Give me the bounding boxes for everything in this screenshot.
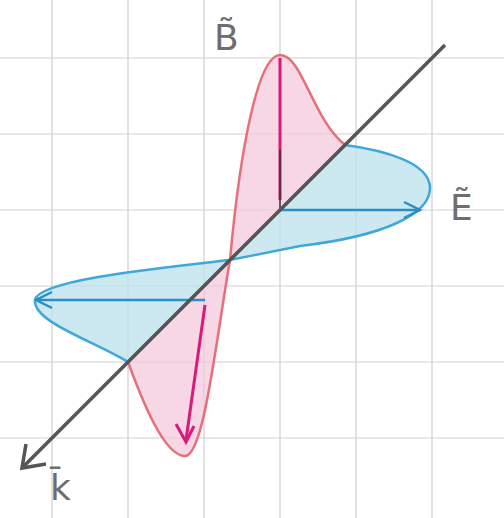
- e-field-label: Ẽ: [450, 188, 473, 228]
- b-vector: [186, 305, 205, 440]
- b-vector-base: [279, 150, 281, 210]
- k-vector-label: k̄: [50, 468, 71, 508]
- e-vector: [280, 209, 418, 212]
- b-arrowhead: [176, 424, 194, 442]
- k-axis: [24, 45, 445, 466]
- b-field-label: B̃: [214, 18, 239, 58]
- e-arrowhead: [404, 202, 420, 218]
- e-arrowhead: [36, 292, 52, 308]
- k-arrowhead: [22, 444, 46, 468]
- e-field-lobe: [35, 260, 230, 362]
- e-vector: [38, 299, 205, 302]
